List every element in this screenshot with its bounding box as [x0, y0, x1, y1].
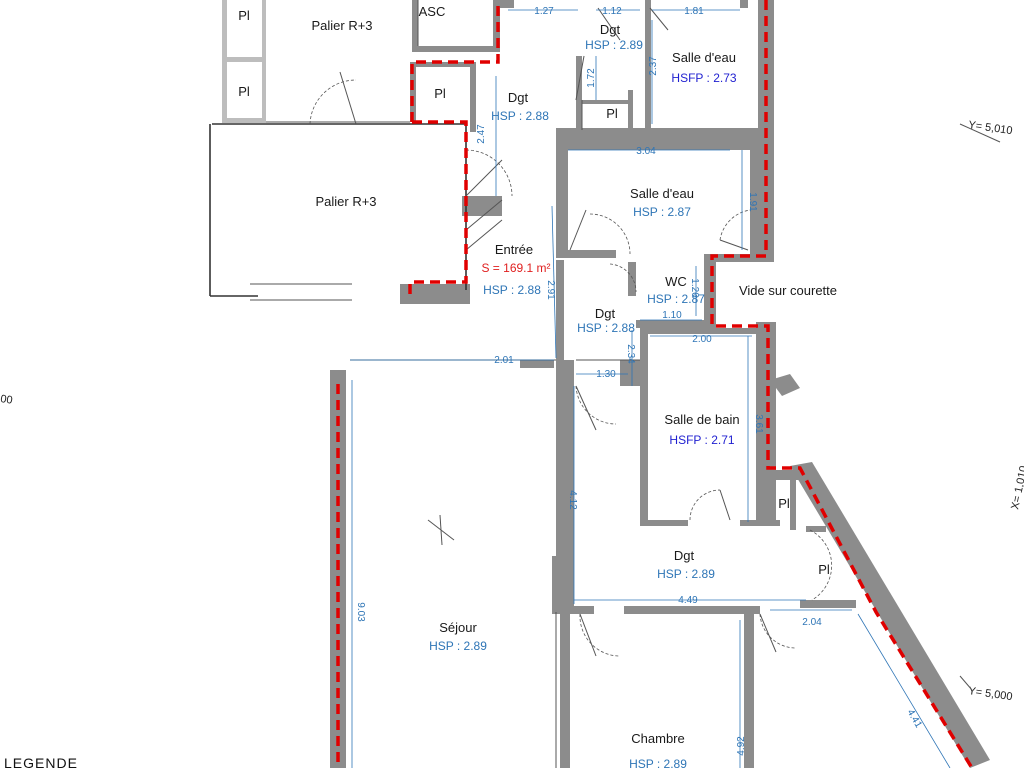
dim-label: 2.91	[545, 280, 556, 300]
room-dgt-mid: Dgt	[595, 306, 616, 321]
room-dgt-left: Dgt	[508, 90, 529, 105]
coordinate-labels: Y= 5,010 X= 1,010 Y= 5,000 00	[0, 119, 1024, 703]
dim-label: 2.47	[476, 124, 487, 144]
partition-lines	[209, 0, 640, 768]
surface-boundary	[336, 0, 974, 768]
dim-label: 4.41	[905, 708, 924, 731]
dim-label: 1.72	[586, 68, 597, 88]
legend-title: LEGENDE	[4, 755, 78, 768]
height-labels: HSP : 2.89 HSFP : 2.73 HSP : 2.88 HSP : …	[429, 38, 737, 768]
dim-label: 4.49	[678, 595, 698, 606]
room-wc: WC	[665, 274, 687, 289]
height-wc: HSP : 2.87	[647, 292, 705, 306]
room-dgt-low: Dgt	[674, 548, 695, 563]
dim-label: 3.61	[753, 414, 764, 434]
dim-label: 1.12	[602, 6, 622, 17]
coord-y-top: Y= 5,010	[968, 119, 1014, 137]
room-pl: Pl	[238, 8, 250, 23]
dim-label: 1.81	[684, 6, 704, 17]
dim-label: 1.10	[662, 310, 682, 321]
dim-label: 1.30	[596, 369, 616, 380]
coord-x-right: X= 1,010	[1009, 465, 1024, 511]
room-palier-top: Palier R+3	[311, 18, 372, 33]
height-salle-eau-mid: HSP : 2.87	[633, 205, 691, 219]
dim-label: 2.37	[648, 56, 659, 76]
dim-label: 1.27	[534, 6, 554, 17]
dim-label: 2.34	[625, 344, 636, 364]
height-entree: HSP : 2.88	[483, 283, 541, 297]
dimension-lines	[350, 9, 951, 768]
height-dgt-low: HSP : 2.89	[657, 567, 715, 581]
height-dgt-mid: HSP : 2.88	[577, 321, 635, 335]
room-pl: Pl	[818, 562, 830, 577]
room-salle-eau-top: Salle d'eau	[672, 50, 736, 65]
room-pl: Pl	[606, 106, 618, 121]
height-dgt-top: HSP : 2.89	[585, 38, 643, 52]
room-asc: ASC	[419, 4, 446, 19]
height-salle-eau-top: HSFP : 2.73	[671, 71, 736, 85]
dim-label: 1.91	[747, 192, 758, 212]
dim-label: 2.00	[692, 334, 712, 345]
height-sejour: HSP : 2.89	[429, 639, 487, 653]
dim-label: 3.04	[636, 146, 656, 157]
room-chambre: Chambre	[631, 731, 684, 746]
room-labels: Pl Pl Palier R+3 ASC Pl Dgt Pl Salle d'e…	[238, 4, 837, 746]
height-salle-bain: HSFP : 2.71	[669, 433, 734, 447]
dim-label: 4.12	[567, 490, 578, 510]
dim-label: 9.03	[355, 602, 366, 622]
room-salle-eau-mid: Salle d'eau	[630, 186, 694, 201]
dim-label: 1.26	[689, 278, 700, 298]
door-swings	[309, 7, 833, 657]
room-palier-mid: Palier R+3	[315, 194, 376, 209]
dimension-labels: 1.27 1.12 1.81 2.37 1.72 2.47 3.04 1.91 …	[355, 6, 924, 756]
room-vide: Vide sur courette	[739, 283, 837, 298]
room-entree: Entrée	[495, 242, 533, 257]
walls	[222, 0, 990, 768]
dim-label: 2.01	[494, 355, 514, 366]
room-pl: Pl	[778, 496, 790, 511]
room-pl: Pl	[238, 84, 250, 99]
dim-label: 2.04	[802, 617, 822, 628]
surface-total: S = 169.1 m²	[481, 261, 550, 275]
room-salle-bain: Salle de bain	[664, 412, 739, 427]
height-dgt-left: HSP : 2.88	[491, 109, 549, 123]
coord-left: 00	[0, 393, 13, 407]
room-dgt-top: Dgt	[600, 22, 621, 37]
dim-label: 4.92	[736, 736, 747, 756]
height-chambre: HSP : 2.89	[629, 757, 687, 768]
coord-y-bottom: Y= 5,000	[968, 685, 1014, 703]
room-sejour: Séjour	[439, 620, 477, 635]
room-pl: Pl	[434, 86, 446, 101]
